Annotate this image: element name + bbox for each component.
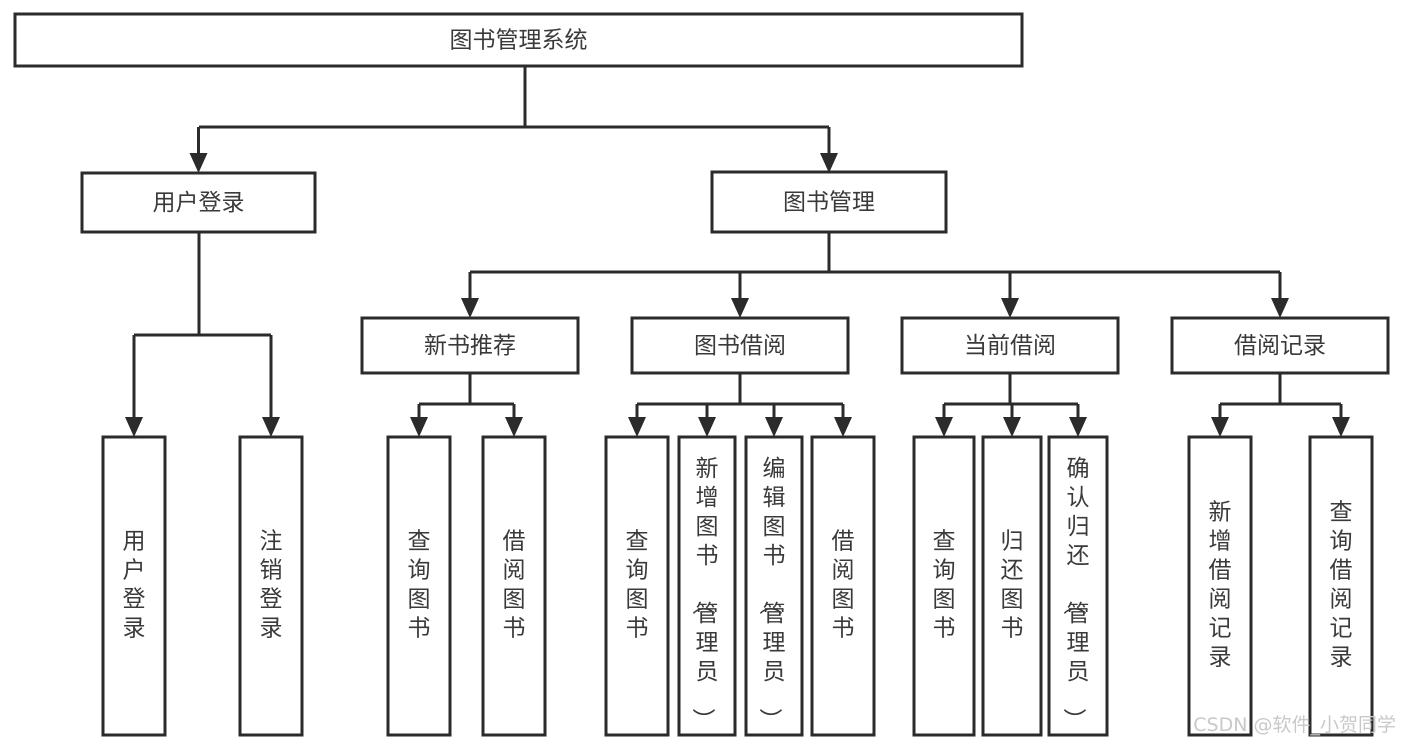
node-box[interactable] bbox=[101, 435, 167, 737]
node-box[interactable] bbox=[481, 435, 547, 737]
connector-layer bbox=[125, 66, 1350, 437]
leaf-node-6[interactable]: 新增图书（管理员） bbox=[677, 435, 737, 737]
arrow-head-icon bbox=[834, 417, 852, 437]
node-label: 编辑图书（管理员） bbox=[757, 456, 786, 731]
arrow-head-icon bbox=[410, 417, 428, 437]
arrow-head-icon bbox=[505, 417, 523, 437]
leaf-node-11[interactable]: 确认归还（管理员） bbox=[1047, 435, 1109, 737]
node-box[interactable] bbox=[744, 435, 804, 737]
leaf-node-12[interactable]: 新增借阅记录 bbox=[1187, 435, 1253, 737]
node-box[interactable] bbox=[710, 170, 948, 234]
node-label: 归还图书 bbox=[1001, 529, 1024, 642]
node-box[interactable] bbox=[912, 435, 976, 737]
node-box[interactable] bbox=[900, 316, 1120, 375]
arrow-head-icon bbox=[731, 298, 749, 318]
arrow-head-icon bbox=[461, 298, 479, 318]
arrow-head-icon bbox=[189, 153, 208, 173]
node-label: 图书借阅 bbox=[694, 333, 786, 359]
node-label: 借阅图书 bbox=[503, 529, 526, 642]
arrow-head-icon bbox=[935, 417, 953, 437]
node-box[interactable] bbox=[604, 435, 670, 737]
csdn-watermark: CSDN @软件_小贺同学 bbox=[1193, 714, 1396, 736]
leaf-node-3[interactable]: 查询图书 bbox=[386, 435, 452, 737]
arrow-head-icon bbox=[125, 417, 143, 437]
node-label: 借阅记录 bbox=[1234, 333, 1326, 359]
node-label: 新增图书（管理员） bbox=[690, 456, 719, 731]
arrow-head-icon bbox=[1069, 417, 1087, 437]
node-box[interactable] bbox=[810, 435, 876, 737]
level2-node-2[interactable]: 图书管理 bbox=[710, 170, 948, 234]
arrow-head-icon bbox=[765, 417, 783, 437]
node-box[interactable] bbox=[1170, 316, 1390, 375]
arrow-head-icon bbox=[1001, 298, 1019, 318]
level3-node-4[interactable]: 借阅记录 bbox=[1170, 316, 1390, 375]
node-box[interactable] bbox=[630, 316, 850, 375]
level3-node-3[interactable]: 当前借阅 bbox=[900, 316, 1120, 375]
node-label: 图书管理 bbox=[783, 190, 875, 216]
node-box[interactable] bbox=[80, 171, 317, 234]
arrow-head-icon bbox=[262, 417, 280, 437]
node-box[interactable] bbox=[386, 435, 452, 737]
leaf-node-7[interactable]: 编辑图书（管理员） bbox=[744, 435, 804, 737]
node-label: 用户登录 bbox=[123, 529, 146, 642]
level3-node-1[interactable]: 新书推荐 bbox=[360, 316, 580, 375]
node-label: 确认归还（管理员） bbox=[1061, 456, 1090, 731]
level3-node-2[interactable]: 图书借阅 bbox=[630, 316, 850, 375]
node-label: 图书管理系统 bbox=[450, 28, 588, 54]
leaf-node-10[interactable]: 归还图书 bbox=[981, 435, 1043, 737]
node-layer: 图书管理系统用户登录图书管理新书推荐图书借阅当前借阅借阅记录用户登录注销登录查询… bbox=[13, 12, 1390, 737]
node-label: 查询图书 bbox=[626, 529, 649, 642]
node-box[interactable] bbox=[238, 435, 304, 737]
arrow-head-icon bbox=[1211, 417, 1229, 437]
node-box[interactable] bbox=[981, 435, 1043, 737]
node-box[interactable] bbox=[360, 316, 580, 375]
leaf-node-1[interactable]: 用户登录 bbox=[101, 435, 167, 737]
arrow-head-icon bbox=[820, 153, 838, 173]
node-label: 新增借阅记录 bbox=[1209, 500, 1232, 671]
node-box[interactable] bbox=[13, 12, 1024, 68]
leaf-node-13[interactable]: 查询借阅记录 bbox=[1308, 435, 1374, 737]
level2-node-1[interactable]: 用户登录 bbox=[80, 171, 317, 234]
leaf-node-2[interactable]: 注销登录 bbox=[238, 435, 304, 737]
arrow-head-icon bbox=[628, 417, 646, 437]
arrow-head-icon bbox=[698, 417, 716, 437]
node-box[interactable] bbox=[1047, 435, 1109, 737]
node-box[interactable] bbox=[1187, 435, 1253, 737]
node-label: 新书推荐 bbox=[424, 333, 516, 359]
leaf-node-4[interactable]: 借阅图书 bbox=[481, 435, 547, 737]
arrow-head-icon bbox=[1271, 298, 1289, 318]
node-label: 当前借阅 bbox=[964, 333, 1056, 359]
node-label: 注销登录 bbox=[260, 529, 283, 642]
node-label: 用户登录 bbox=[153, 190, 245, 216]
root-node-1[interactable]: 图书管理系统 bbox=[13, 12, 1024, 68]
leaf-node-8[interactable]: 借阅图书 bbox=[810, 435, 876, 737]
leaf-node-9[interactable]: 查询图书 bbox=[912, 435, 976, 737]
node-label: 查询图书 bbox=[933, 529, 956, 642]
node-box[interactable] bbox=[677, 435, 737, 737]
arrow-head-icon bbox=[1003, 417, 1021, 437]
arrow-head-icon bbox=[1332, 417, 1350, 437]
node-box[interactable] bbox=[1308, 435, 1374, 737]
node-label: 查询图书 bbox=[408, 529, 431, 642]
node-label: 查询借阅记录 bbox=[1330, 500, 1353, 671]
leaf-node-5[interactable]: 查询图书 bbox=[604, 435, 670, 737]
node-label: 借阅图书 bbox=[832, 529, 855, 642]
